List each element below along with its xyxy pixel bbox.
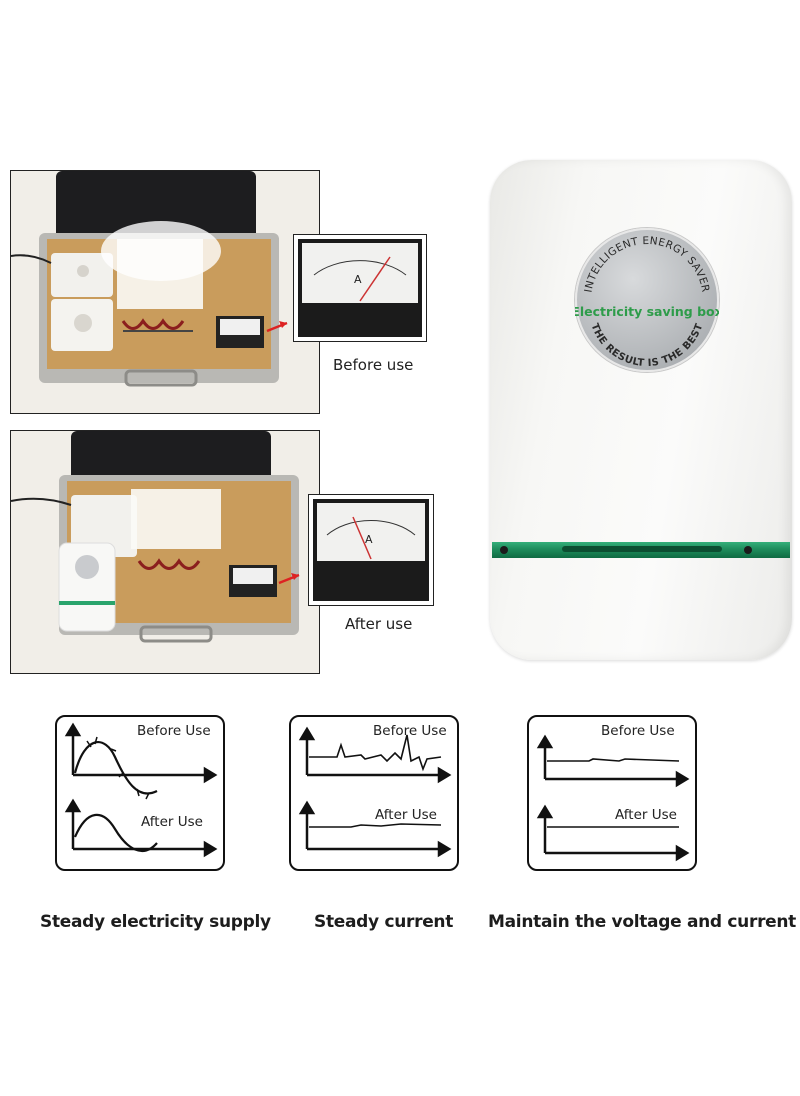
chart-3-top-label: Before Use — [601, 723, 675, 739]
meter-unit: A — [365, 533, 373, 546]
demo-case-illustration — [11, 171, 319, 413]
meter-zoom-after: A — [308, 494, 434, 606]
chart-3-bottom-label: After Use — [615, 807, 677, 823]
device-slot — [562, 546, 722, 552]
svg-text:THE RESULT IS THE BEST: THE RESULT IS THE BEST — [589, 322, 706, 369]
waveform-diagram — [298, 726, 452, 858]
device-badge-text: INTELLIGENT ENERGY SAVER THE RESULT IS T… — [575, 235, 719, 369]
waveform-diagram — [536, 734, 690, 862]
ammeter-icon: A — [313, 499, 429, 601]
demo-case-illustration — [11, 431, 319, 673]
before-use-photo — [10, 170, 320, 414]
meter-unit: A — [354, 273, 362, 286]
meter-zoom-before: A — [293, 234, 427, 342]
svg-text:INTELLIGENT ENERGY SAVER: INTELLIGENT ENERGY SAVER — [583, 235, 712, 293]
badge-top-text: INTELLIGENT ENERGY SAVER — [583, 235, 712, 293]
chart-steady-current: Before Use After Use — [289, 715, 459, 871]
badge-bottom-text: THE RESULT IS THE BEST — [589, 322, 705, 369]
chart-steady-supply: Before Use After Use — [55, 715, 225, 871]
chart-2-bottom-label: After Use — [375, 807, 437, 823]
caption-before-use: Before use — [333, 356, 414, 374]
caption-maintain-voltage: Maintain the voltage and current — [488, 912, 797, 932]
waveform-diagram — [64, 722, 218, 858]
chart-2-top-label: Before Use — [373, 723, 447, 739]
after-use-photo — [10, 430, 320, 674]
device-indicator-dot — [744, 546, 752, 554]
ammeter-icon: A — [298, 239, 422, 337]
chart-1-top-label: Before Use — [137, 723, 211, 739]
caption-steady-current: Steady current — [314, 912, 454, 932]
badge-middle-text: Electricity saving box — [575, 304, 719, 319]
device-badge — [575, 228, 719, 372]
caption-steady-supply: Steady electricity supply — [40, 912, 271, 932]
caption-after-use: After use — [345, 615, 413, 633]
device-indicator-dot — [500, 546, 508, 554]
chart-1-bottom-label: After Use — [141, 814, 203, 830]
chart-maintain-voltage: Before Use After Use — [527, 715, 697, 871]
